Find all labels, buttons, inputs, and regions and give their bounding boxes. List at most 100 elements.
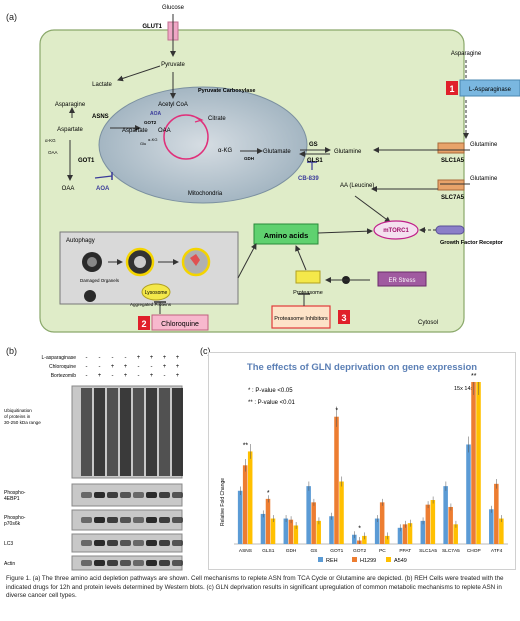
blot-band <box>159 560 170 566</box>
panel-b-label: (b) <box>6 346 17 356</box>
bar-reh-got2 <box>352 534 357 544</box>
blot-band <box>120 517 131 523</box>
bar-h1299-gdh <box>288 519 294 544</box>
bar-h1299-gs <box>311 502 316 544</box>
glutamate-label: Glutamate <box>263 149 291 155</box>
treatment-sign: + <box>124 364 128 370</box>
bar-a549-got2 <box>362 535 367 544</box>
y-axis-label: Relative Fold Change <box>220 478 226 526</box>
treatment-sign: - <box>86 355 88 361</box>
got2-label: GOT2 <box>144 120 157 125</box>
er-stress-box <box>377 271 427 287</box>
aoa-mito-label: AOA <box>150 111 162 117</box>
panel-a-diagram: Glucose GLUT1 Pyruvate Lactate Asparagin… <box>39 5 520 333</box>
bar-reh-asns <box>237 490 243 544</box>
blot-label-line: Phospho- <box>4 515 26 521</box>
blot-band <box>133 540 144 546</box>
blot-band <box>146 517 157 523</box>
bar-a549-chop <box>476 382 481 544</box>
blot-band <box>133 517 144 523</box>
blot-band <box>172 540 183 546</box>
blot-band <box>146 388 157 476</box>
mitochondria-label: Mitochondria <box>188 191 223 197</box>
pc-line: Pyruvate Carboxylase <box>198 88 255 94</box>
blot-band <box>107 540 118 546</box>
bar-a549-atf4 <box>499 518 504 544</box>
blot-band <box>107 560 118 566</box>
slc7a5-label: SLC7A5 <box>441 195 465 201</box>
blot-band <box>172 388 183 476</box>
treatment-label: Bortezomib <box>51 373 77 379</box>
aspartate-mito-label: Aspartate <box>122 128 148 134</box>
num1-badge <box>446 81 458 95</box>
glutamine-right1-label: Glutamine <box>470 142 498 148</box>
blot-band <box>172 492 183 498</box>
slc7a5-transporter <box>437 179 465 191</box>
bar-reh-atf4 <box>489 509 494 544</box>
treatment-sign: + <box>163 355 167 361</box>
treatment-sign: - <box>99 364 101 370</box>
cb839-label: CB-839 <box>298 176 319 182</box>
x-tick-label: GS <box>310 548 317 554</box>
blot-band <box>120 560 131 566</box>
bar-reh-pc <box>374 518 380 544</box>
mtorc1-label: mTORC1 <box>383 228 409 234</box>
significance-star: ** <box>471 373 477 380</box>
lysosome-node <box>141 283 171 301</box>
bar-h1299-atf4 <box>494 483 499 544</box>
akg-left-label: α-KG <box>45 138 56 143</box>
proteasome-inhibitors-box <box>271 305 331 329</box>
treatment-sign: - <box>138 364 140 370</box>
num2-badge <box>138 316 150 330</box>
blot-band <box>159 388 170 476</box>
bar-h1299-ppat <box>402 524 408 544</box>
got1-label: GOT1 <box>78 158 95 164</box>
chop-values-label: 15x 14x <box>454 386 474 392</box>
glucose-label: Glucose <box>162 5 185 11</box>
glutamine-center-label: Glutamine <box>334 149 362 155</box>
cytosol-label: Cytosol <box>418 320 438 326</box>
blot-band <box>81 388 92 476</box>
blot-band <box>107 388 118 476</box>
panel-b-western-blot: L-asparaginase----++++Chloroquine--++--+… <box>4 355 183 571</box>
aoa-left-label: AOA <box>96 186 110 192</box>
proteasome-icon <box>295 270 321 284</box>
lysosome-label: Lysosome <box>145 290 168 296</box>
treatment-sign: + <box>111 364 115 370</box>
x-tick-label: GOT2 <box>353 548 366 554</box>
treatment-sign: + <box>150 373 154 379</box>
pyruvate-label: Pyruvate <box>161 62 185 68</box>
treatment-sign: - <box>112 373 114 379</box>
tca-cycle <box>163 114 209 160</box>
treatment-sign: - <box>151 364 153 370</box>
sig-note-1: * : P-value <0.05 <box>248 388 293 394</box>
panel-c-bar-chart: The effects of GLN deprivation on gene e… <box>208 352 516 570</box>
bar-a549-gdh <box>293 525 299 544</box>
treatment-sign: + <box>98 373 102 379</box>
bar-a549-ppat <box>407 523 413 544</box>
blot-label: Phospho-p70s6k <box>4 515 26 527</box>
asparagine-right-label: Asparagine <box>451 51 482 57</box>
l-asparaginase-label: L-Asparaginase <box>469 87 512 93</box>
bar-h1299-got2 <box>357 540 362 544</box>
acetyl-coa-label: Acetyl CoA <box>158 102 188 108</box>
glutamine-right2-label: Glutamine <box>470 176 498 182</box>
blot-label: Phospho-4EBP1 <box>4 490 26 502</box>
blot-band <box>81 560 92 566</box>
l-asparaginase-box <box>459 79 520 97</box>
bar-reh-chop <box>466 444 471 544</box>
blot-band <box>172 517 183 523</box>
x-tick-label: ATF4 <box>491 548 503 554</box>
blot-band <box>146 492 157 498</box>
er-stress-label: ER Stress <box>388 278 415 284</box>
significance-star: * <box>358 526 361 533</box>
asparagine-left-label: Asparagine <box>55 102 86 108</box>
significance-star: ** <box>243 442 249 449</box>
figure-caption: Figure 1. (a) The three amino acid deple… <box>6 575 504 600</box>
blot-band <box>120 540 131 546</box>
bar-a549-gs <box>316 520 321 544</box>
blot-band <box>81 492 92 498</box>
x-tick-label: SLC1A5 <box>419 548 437 554</box>
bar-h1299-pc <box>379 502 385 544</box>
